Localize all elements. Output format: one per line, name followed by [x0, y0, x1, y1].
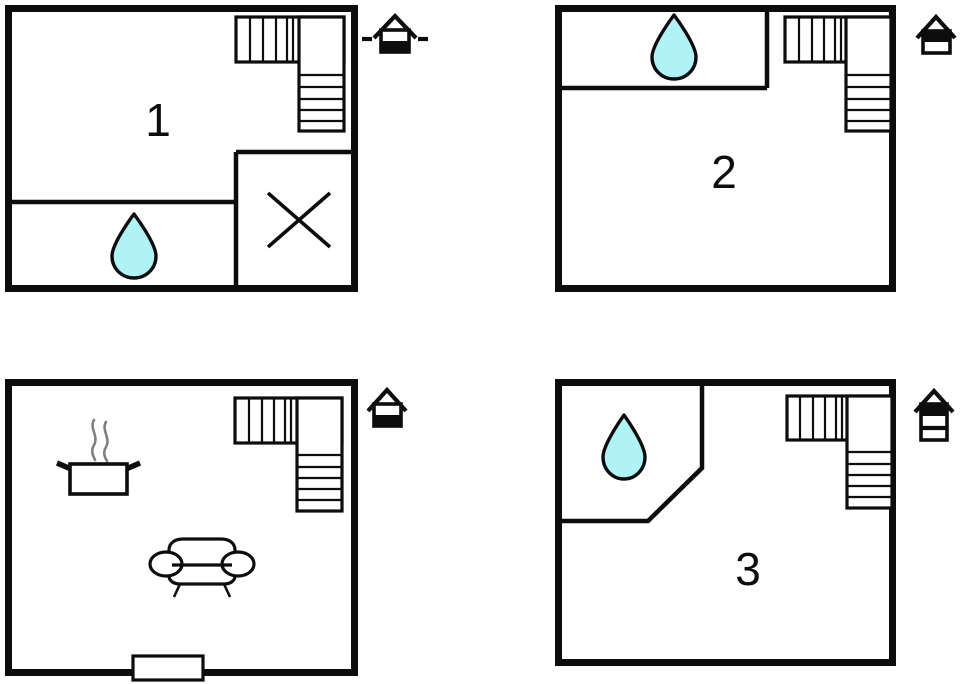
- panel-4[interactable]: 3: [555, 379, 955, 666]
- panel-1-level-house-icon[interactable]: [362, 12, 428, 54]
- panel-3-sofa-icon: [148, 537, 256, 598]
- panel-2[interactable]: 2: [555, 5, 957, 292]
- panel-1-cross-mark-icon: [266, 191, 332, 249]
- panel-4-wall-angled: [560, 384, 705, 524]
- panel-4-staircase[interactable]: [785, 394, 894, 510]
- panel-1-water-drop-icon: [110, 212, 158, 280]
- panel-1[interactable]: 1: [5, 5, 429, 292]
- panel-2-staircase[interactable]: [783, 15, 893, 133]
- panel-2-water-drop-icon: [650, 13, 698, 81]
- panel-1-room-number: 1: [145, 94, 171, 146]
- panel-2-room-number: 2: [711, 146, 737, 198]
- panel-3-entrance-door[interactable]: [131, 654, 205, 682]
- panel-1-outer-wall: [5, 5, 358, 292]
- panel-3[interactable]: [5, 379, 408, 682]
- panel-4-water-drop-icon: [601, 413, 647, 481]
- panel-3-level-house-icon[interactable]: [366, 386, 408, 428]
- panel-4-room-number: 3: [735, 543, 761, 595]
- panel-1-staircase[interactable]: [234, 15, 346, 133]
- panel-2-level-house-icon[interactable]: [915, 13, 957, 55]
- panel-4-level-house-icon[interactable]: [913, 387, 955, 442]
- panel-4-outer-wall: [555, 379, 896, 666]
- panel-2-outer-wall: [555, 5, 896, 292]
- panel-3-staircase[interactable]: [233, 396, 344, 513]
- panel-3-cooking-pot-icon: [55, 418, 142, 496]
